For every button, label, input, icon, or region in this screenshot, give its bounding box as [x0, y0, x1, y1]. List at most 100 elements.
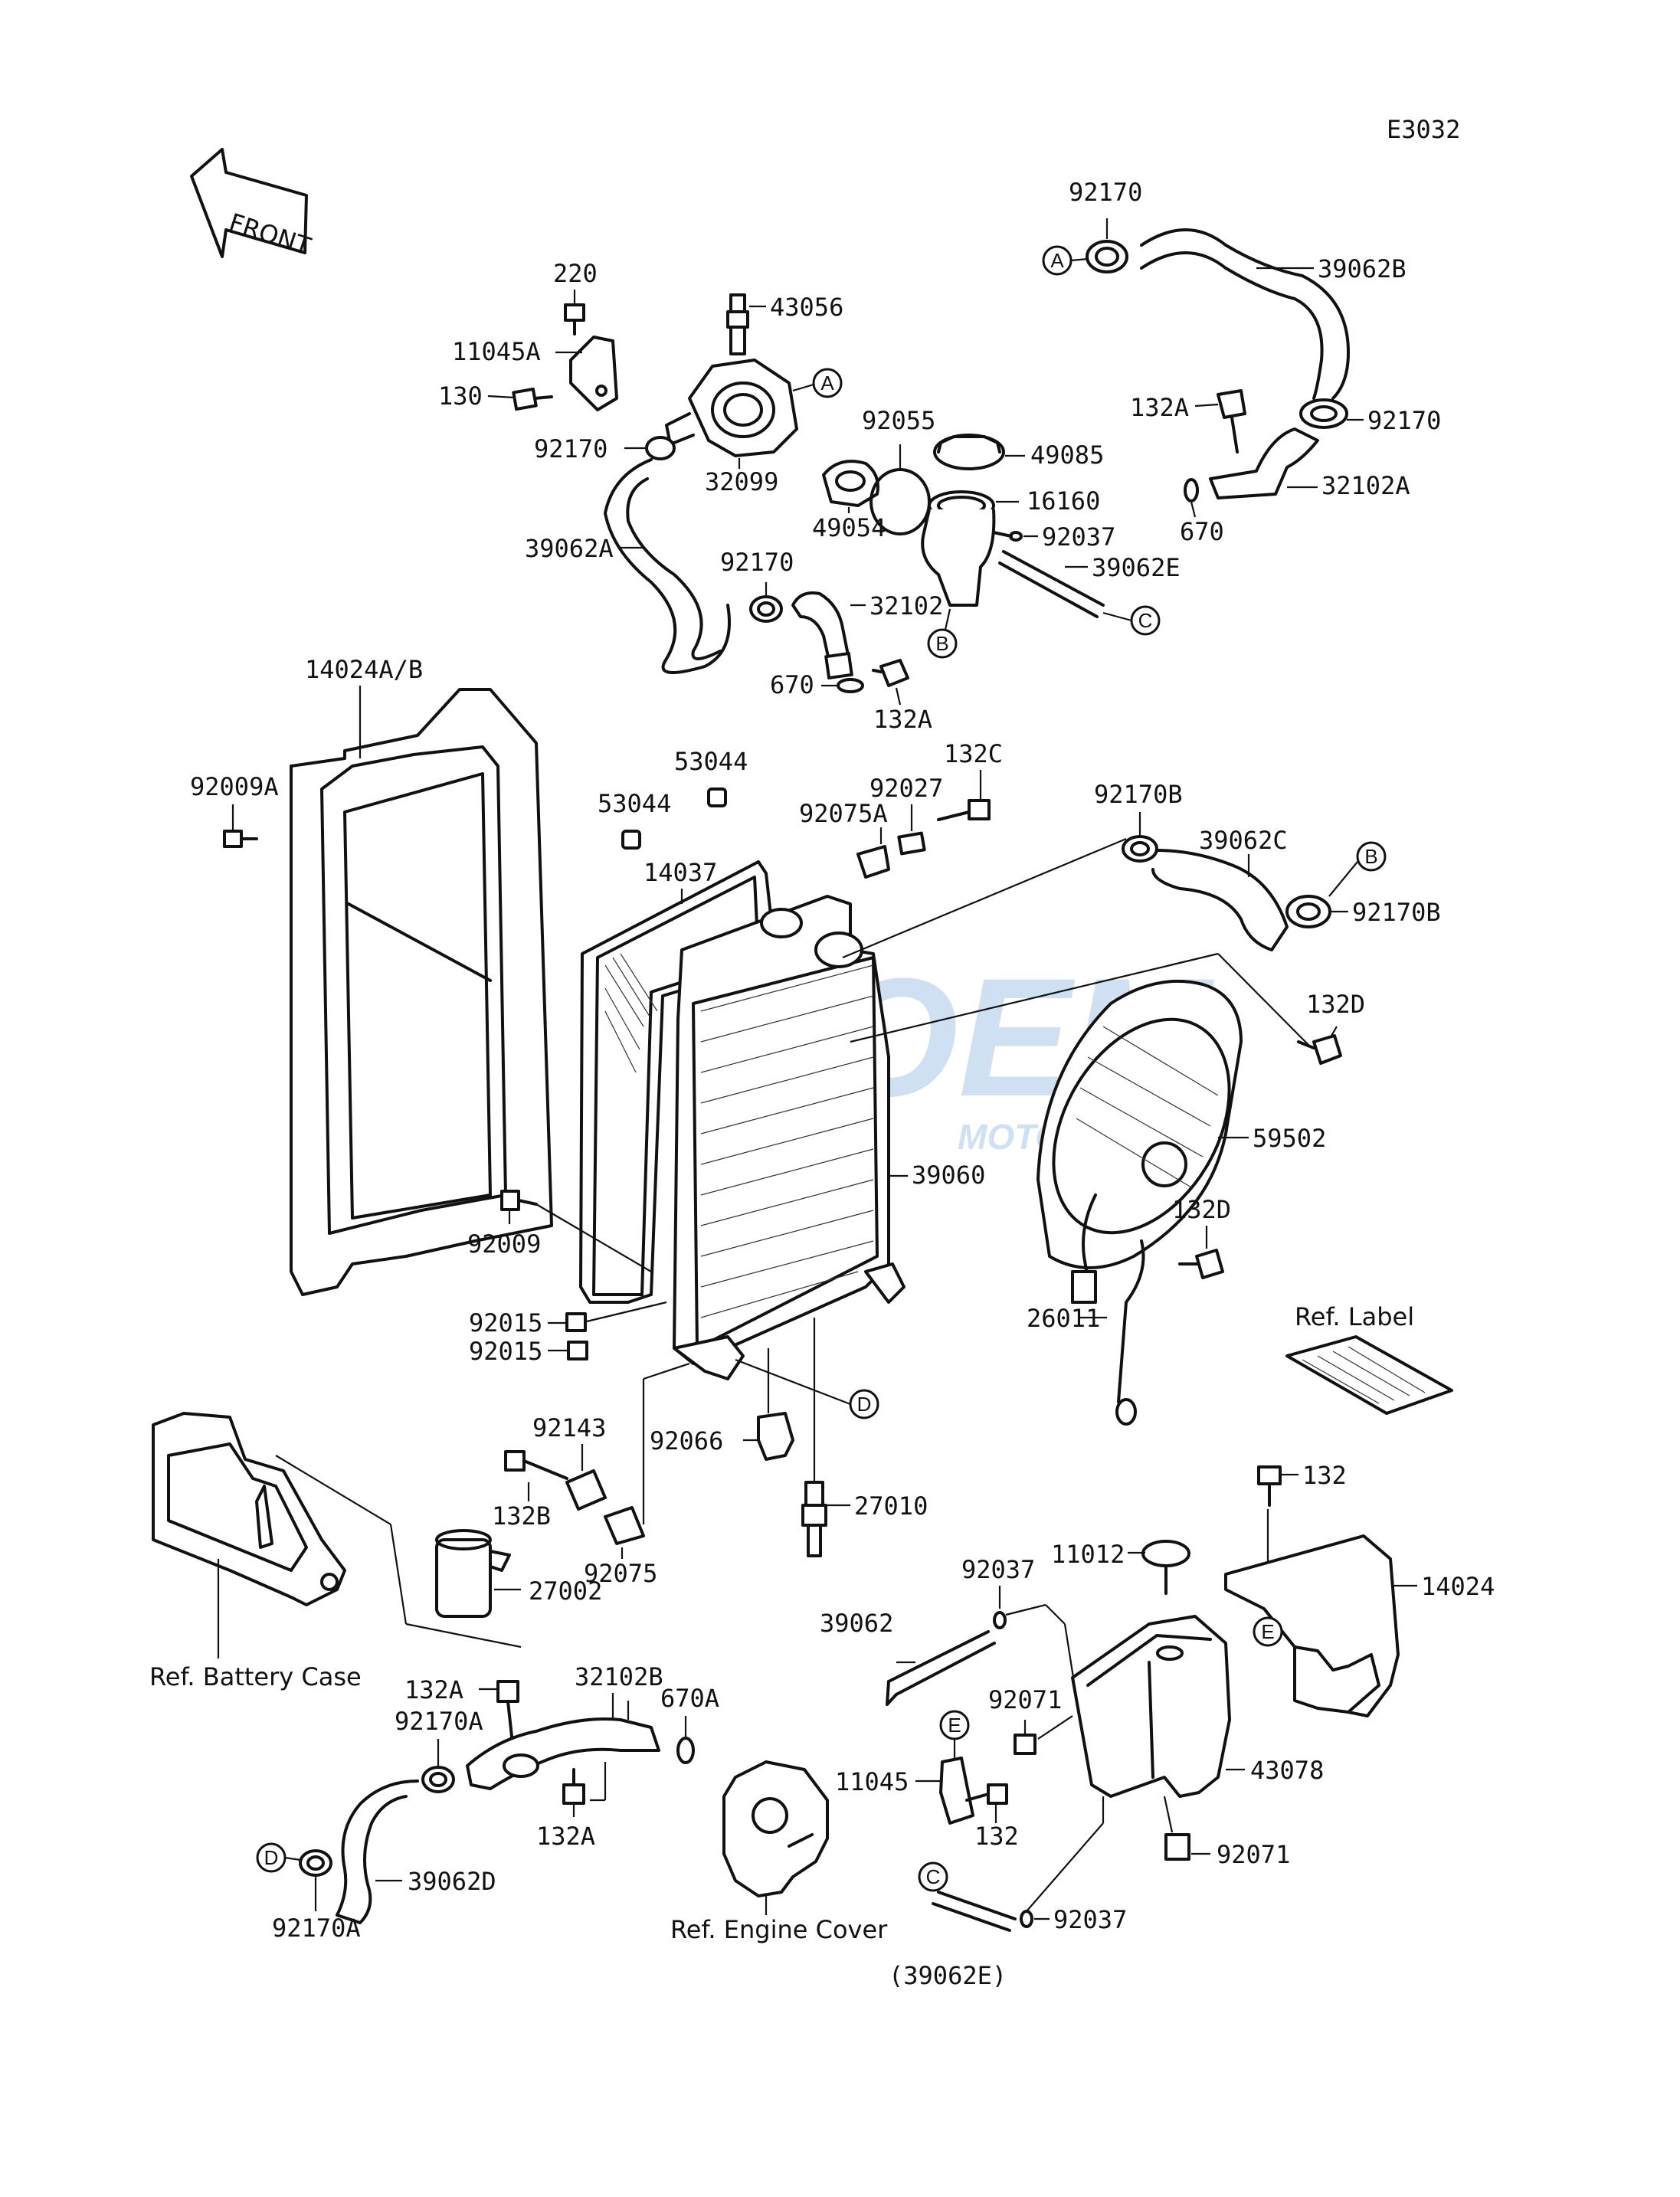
label-132A-right: 132A	[1130, 393, 1189, 422]
callout-B-right: B	[1364, 845, 1377, 868]
label-92027: 92027	[869, 774, 943, 803]
ref-engine-cover: Ref. Engine Cover	[670, 1915, 888, 1944]
hose-39062C	[1151, 849, 1289, 951]
label-39062C: 39062C	[1199, 826, 1288, 855]
label-92075A: 92075A	[799, 799, 888, 828]
grommet-92075A	[856, 845, 890, 879]
label-220: 220	[553, 259, 598, 288]
collar-92143	[565, 1469, 607, 1511]
clamp-92170B-right	[1285, 895, 1331, 928]
clamp-92170-left	[645, 436, 676, 460]
label-49085: 49085	[1030, 440, 1104, 470]
clamp-92170B-top	[1122, 835, 1158, 863]
label-92066: 92066	[650, 1426, 723, 1455]
clip-92037-mid	[993, 1611, 1007, 1629]
label-39062E-paren: (39062E)	[889, 1961, 1007, 1990]
label-39060: 39060	[912, 1161, 985, 1190]
filler-neck-16160	[921, 490, 1013, 607]
label-92075: 92075	[584, 1559, 657, 1588]
label-92037-top: 92037	[1042, 522, 1115, 552]
label-11012: 11012	[1051, 1540, 1125, 1569]
clamp-92170-top	[1086, 240, 1128, 273]
label-132C: 132C	[944, 739, 1003, 768]
label-43078: 43078	[1250, 1756, 1324, 1785]
nut-92015-b	[567, 1341, 588, 1360]
label-92015-b: 92015	[469, 1337, 542, 1366]
label-92170B-right: 92170B	[1352, 898, 1441, 927]
pipe-32102A	[1209, 427, 1319, 499]
label-132D-bottom: 132D	[1172, 1195, 1231, 1224]
label-132A-mid: 132A	[873, 705, 932, 734]
thermostat-49054	[822, 460, 879, 507]
bolt-132-right	[1257, 1465, 1282, 1507]
callout-A-top: A	[1050, 249, 1064, 272]
callout-A-mid: A	[820, 372, 834, 395]
grommet-92071-a	[1014, 1734, 1036, 1755]
hose-39062B	[1140, 228, 1350, 400]
label-39062B: 39062B	[1318, 254, 1407, 283]
shroud-14024AB	[290, 688, 553, 1296]
label-132A-bottom2: 132A	[536, 1822, 595, 1851]
engine-cover	[722, 1760, 829, 1897]
callout-E-bottom: E	[948, 1714, 961, 1737]
label-27002: 27002	[529, 1577, 602, 1606]
label-92009A: 92009A	[190, 772, 279, 801]
clamp-92170-mid	[749, 595, 783, 623]
bracket-11045	[939, 1757, 974, 1825]
label-132D-top: 132D	[1306, 990, 1365, 1019]
label-130: 130	[438, 381, 483, 411]
oring-670-right	[1184, 478, 1199, 503]
oring-670A	[676, 1737, 695, 1764]
label-92170B-top: 92170B	[1094, 780, 1183, 809]
label-16160: 16160	[1027, 486, 1100, 516]
label-11045A: 11045A	[452, 337, 541, 366]
pipe-32102B	[466, 1717, 660, 1790]
hose-39062E	[998, 550, 1105, 618]
callout-C-bottom: C	[926, 1865, 941, 1888]
label-132B: 132B	[492, 1501, 551, 1531]
hose-39062E-bottom	[932, 1891, 1017, 1932]
switch-27010	[801, 1481, 827, 1557]
label-39062D: 39062D	[408, 1867, 496, 1896]
label-43056: 43056	[770, 293, 843, 322]
ref-label-plate	[1285, 1335, 1453, 1415]
label-32102B: 32102B	[575, 1662, 663, 1691]
label-92071-a: 92071	[988, 1685, 1062, 1714]
ref-battery-case: Ref. Battery Case	[149, 1662, 362, 1691]
callout-D-right: D	[857, 1393, 872, 1416]
bolt-130	[512, 387, 553, 411]
callout-C-top: C	[1138, 609, 1153, 632]
label-670A: 670A	[660, 1684, 719, 1713]
label-32099: 32099	[705, 467, 778, 496]
plug-92071-b	[1164, 1833, 1190, 1861]
grommet-53044-a	[621, 830, 641, 850]
label-92170-right: 92170	[1367, 406, 1441, 435]
battery-case-bracket	[152, 1412, 346, 1606]
grommet-92075	[604, 1506, 645, 1545]
oring-670-mid	[837, 678, 864, 693]
cap-49085	[933, 434, 1005, 470]
clamp-92170A-bottom	[299, 1849, 332, 1877]
collar-92027	[897, 831, 926, 856]
ref-label-text: Ref. Label	[1295, 1302, 1414, 1331]
label-39062: 39062	[820, 1609, 893, 1638]
grommet-53044-b	[707, 787, 727, 807]
label-59502: 59502	[1253, 1124, 1326, 1153]
label-11045: 11045	[835, 1767, 909, 1796]
callout-E-top: E	[1261, 1620, 1274, 1643]
label-670-right: 670	[1180, 517, 1224, 546]
hose-39062D	[336, 1780, 419, 1924]
label-132A-bottom: 132A	[404, 1675, 463, 1704]
label-27010: 27010	[854, 1491, 928, 1521]
label-14024AB: 14024A/B	[305, 655, 423, 684]
label-32102: 32102	[869, 591, 943, 620]
hose-39062A	[604, 458, 731, 674]
label-92170-mid: 92170	[720, 548, 794, 577]
bolt-220	[564, 303, 585, 336]
housing-32099	[665, 359, 798, 457]
pipe-32102	[791, 591, 853, 679]
bolt-132A-mid	[872, 659, 909, 687]
front-arrow-icon: FRONT	[190, 148, 315, 261]
nut-92015-a	[565, 1312, 587, 1332]
